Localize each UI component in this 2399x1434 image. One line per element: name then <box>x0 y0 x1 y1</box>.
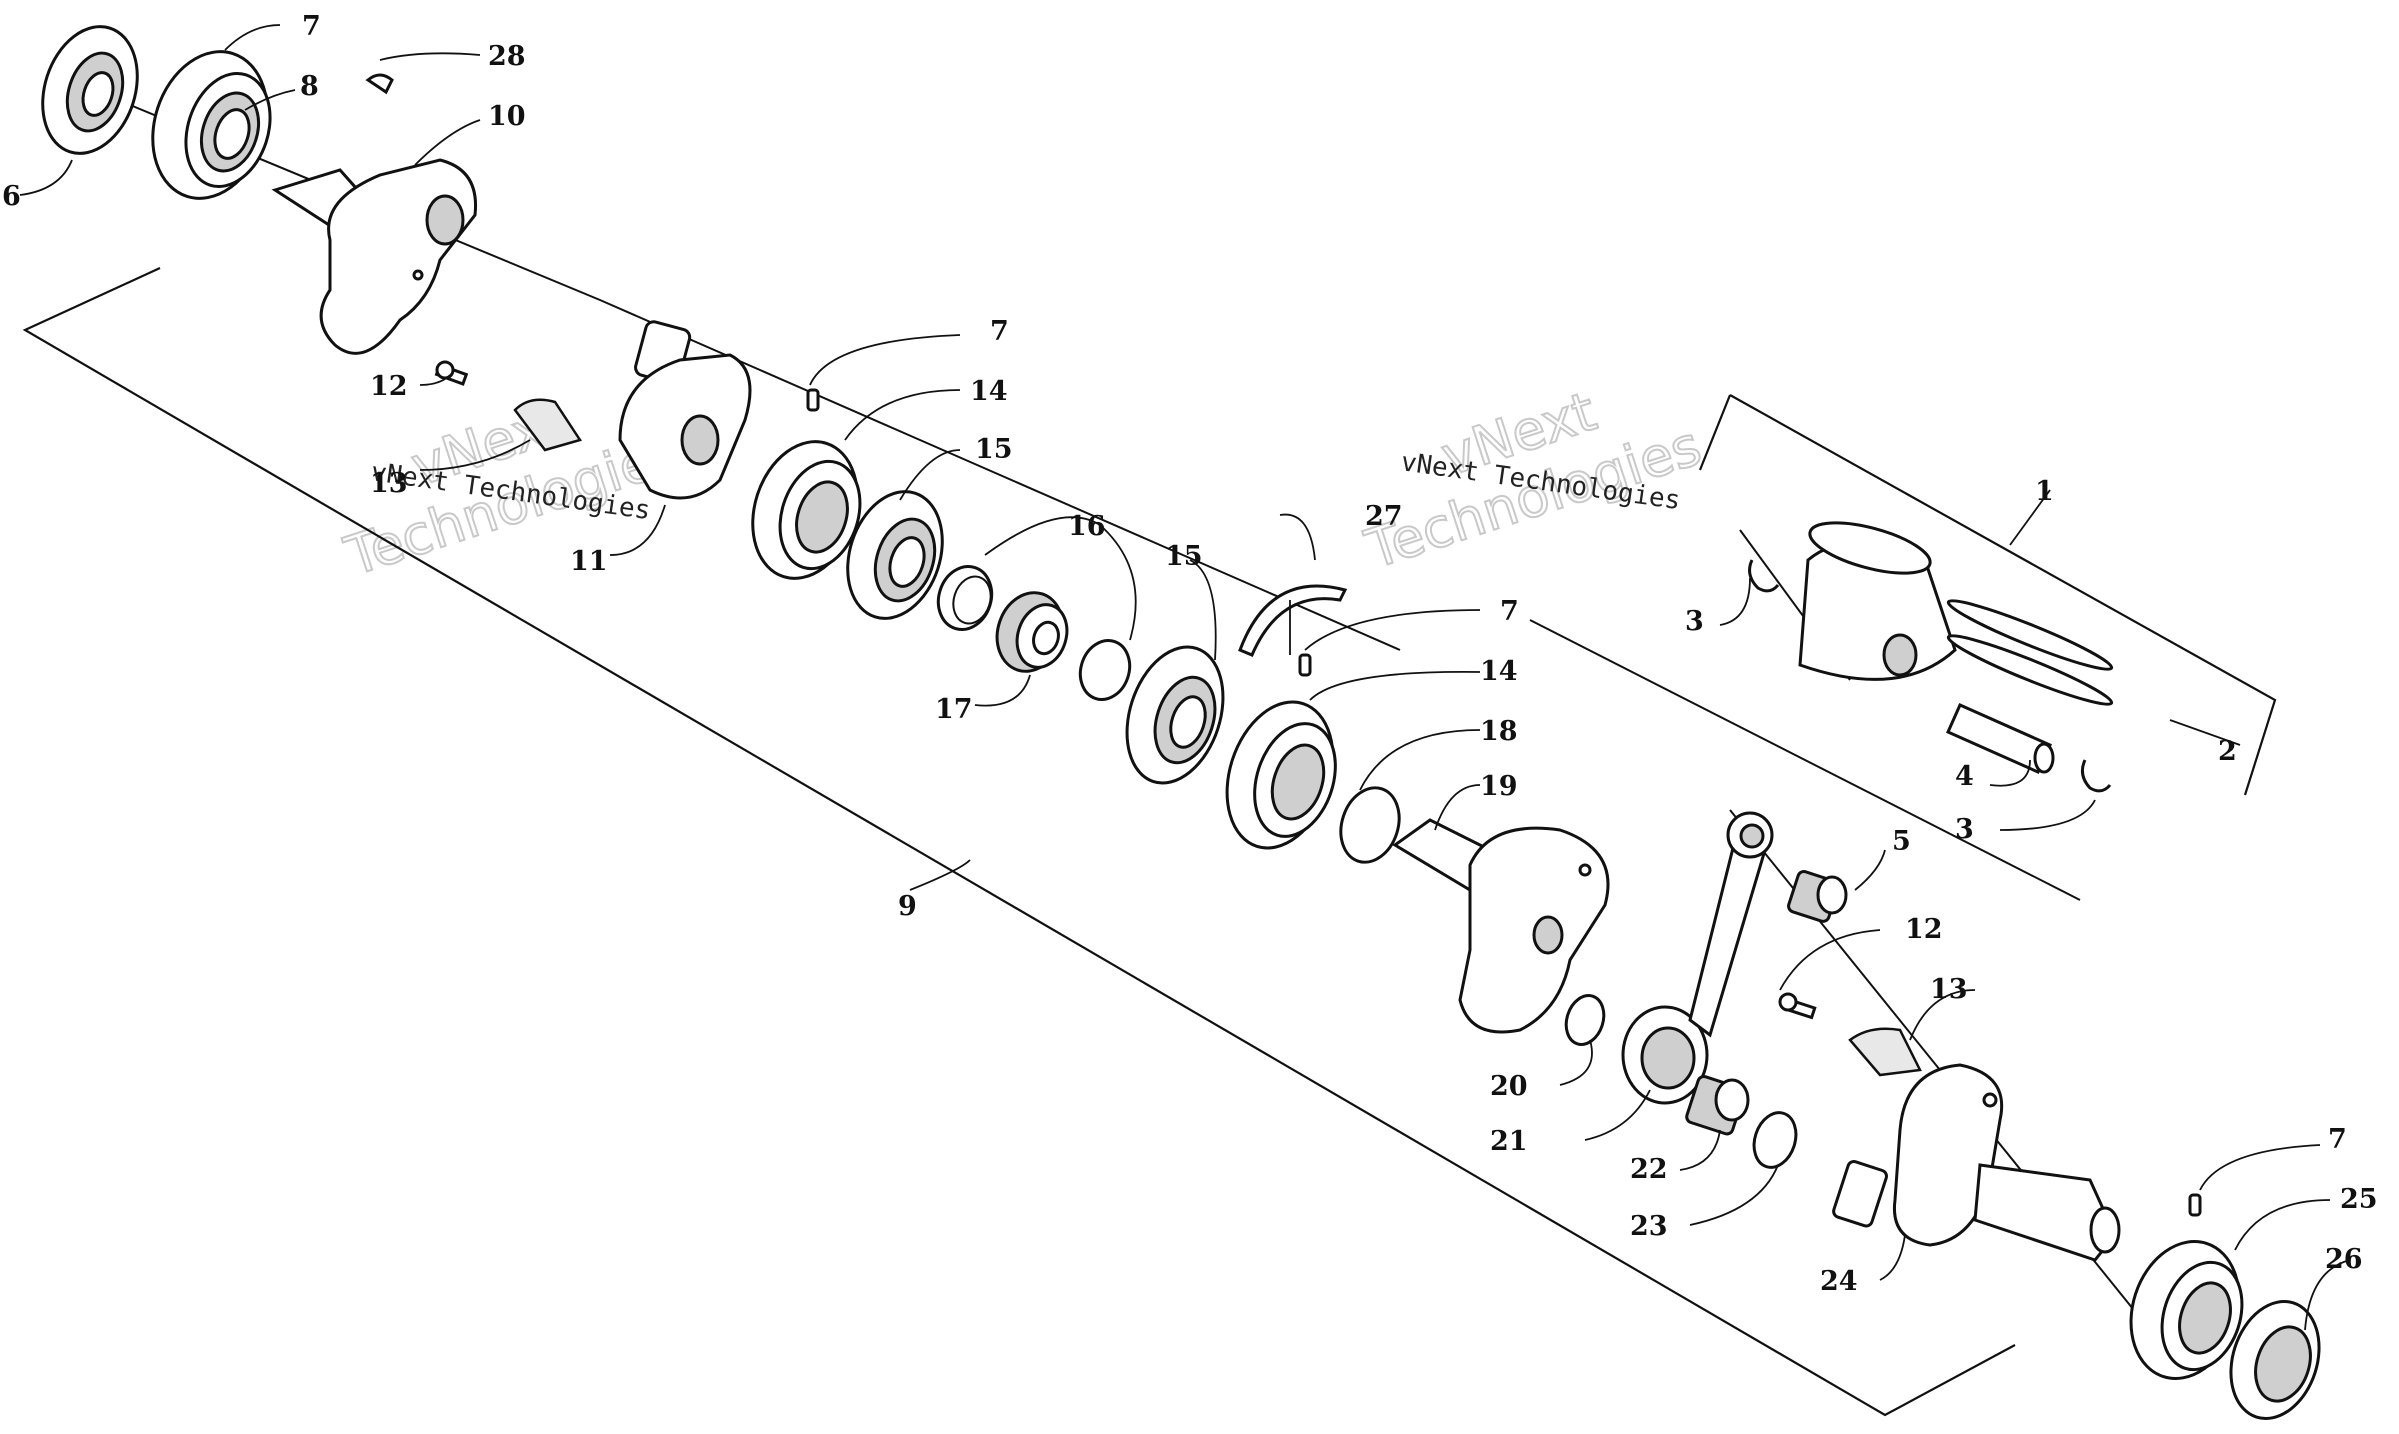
callout-25: 25 <box>2340 1184 2378 1215</box>
callout-3-bottom: 3 <box>1955 814 1974 845</box>
callout-7-right: 7 <box>1500 596 1519 627</box>
callout-7-top: 7 <box>302 11 321 42</box>
main-bearing-14-left <box>751 440 862 580</box>
callout-23: 23 <box>1630 1211 1668 1242</box>
callout-15-left: 15 <box>975 434 1013 465</box>
callout-26: 26 <box>2325 1244 2363 1275</box>
bearing-8 <box>151 50 272 200</box>
screw-12-right <box>1778 992 1817 1020</box>
ring-18 <box>1339 786 1401 864</box>
callout-7-mid: 7 <box>990 316 1009 347</box>
seal-15-left <box>846 490 944 620</box>
callout-24: 24 <box>1820 1266 1858 1297</box>
callout-2: 2 <box>2218 736 2237 767</box>
needle-bearing-5 <box>1787 870 1848 923</box>
callout-1: 1 <box>2035 476 2054 507</box>
callout-20: 20 <box>1490 1071 1528 1102</box>
callout-5: 5 <box>1892 826 1911 857</box>
ring-16-right <box>1078 639 1132 701</box>
piston-rings-2 <box>1946 599 2114 706</box>
oil-seal-6 <box>41 25 139 155</box>
thrust-washer-23 <box>1752 1111 1798 1169</box>
circlip-3-right <box>2080 759 2112 793</box>
callout-3-top: 3 <box>1685 606 1704 637</box>
callout-17: 17 <box>935 694 973 725</box>
callout-7-bottom: 7 <box>2328 1124 2347 1155</box>
weight-13-left <box>513 398 582 452</box>
callout-11: 11 <box>570 546 608 577</box>
weight-13-right <box>1848 1027 1922 1077</box>
callout-14-right: 14 <box>1480 656 1518 687</box>
piston-kit-bracket-left <box>1698 394 1732 471</box>
callout-16: 16 <box>1068 511 1106 542</box>
callout-13-right: 13 <box>1930 974 1968 1005</box>
connecting-rod-21 <box>1621 811 1774 1105</box>
circlip-27 <box>1238 584 1348 657</box>
callout-21: 21 <box>1490 1126 1528 1157</box>
callout-18: 18 <box>1480 716 1518 747</box>
ring-16-left <box>936 565 994 631</box>
callout-12-left: 12 <box>370 371 408 402</box>
crank-half-10 <box>271 158 478 355</box>
callout-27: 27 <box>1365 501 1403 532</box>
callout-6: 6 <box>2 181 21 212</box>
piston-kit-bracket <box>1729 394 2277 796</box>
callout-4: 4 <box>1955 761 1974 792</box>
callout-8: 8 <box>300 71 319 102</box>
crank-half-19 <box>1392 818 1610 1034</box>
callout-19: 19 <box>1480 771 1518 802</box>
callout-10: 10 <box>488 101 526 132</box>
piston <box>1798 521 1957 681</box>
circlip-3-left <box>1748 559 1780 593</box>
callout-28: 28 <box>488 41 526 72</box>
callout-12-right: 12 <box>1905 914 1943 945</box>
callout-9: 9 <box>898 891 917 922</box>
bearing-25 <box>2129 1240 2244 1380</box>
callout-labels: 6 7 8 28 10 12 13 11 7 14 15 16 17 15 27… <box>2 11 2378 1297</box>
piston-pin-4 <box>1946 703 2055 774</box>
drive-gear-17 <box>995 591 1069 673</box>
dowel-pin-7-right <box>1298 653 1312 677</box>
callout-22: 22 <box>1630 1154 1668 1185</box>
washer-20 <box>1564 994 1606 1046</box>
callout-14-left: 14 <box>970 376 1008 407</box>
callout-13-left: 13 <box>370 468 408 499</box>
ring-16-left-inner <box>952 575 992 625</box>
crankshaft-assembly-bracket <box>22 267 2016 1417</box>
oil-seal-26 <box>2229 1299 2321 1421</box>
lower-axis <box>1529 619 2081 901</box>
woodruff-key-28 <box>365 73 394 95</box>
crank-half-11 <box>618 320 752 500</box>
seal-15-right <box>1125 645 1225 785</box>
needle-bearing-22 <box>1685 1075 1750 1136</box>
dowel-pin-7-bottom <box>2188 1193 2202 1217</box>
dowel-pin-7-mid <box>806 388 820 412</box>
callout-15-right: 15 <box>1165 541 1203 572</box>
main-bearing-14-right <box>1225 700 1337 850</box>
crank-half-24 <box>1832 1063 2121 1262</box>
leader-lines <box>19 24 2351 1331</box>
